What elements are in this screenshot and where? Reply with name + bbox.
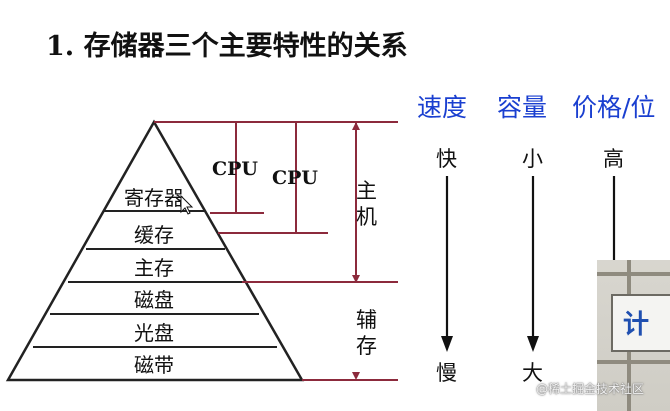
pyramid-outline [5,119,305,382]
slide-title: 1. 存储器三个主要特性的关系 [46,31,408,62]
price-high: 高 [603,147,624,171]
level-main-memory: 主存 [134,256,174,280]
aux-label-1: 辅 [356,308,377,332]
header-price: 价格/位 [572,93,656,122]
photo-sign: 计 [611,294,670,352]
level-cache: 缓存 [134,223,174,247]
aux-label-2: 存 [356,334,377,358]
capacity-arrow-head [527,336,539,352]
bracket-lines [154,121,398,381]
host-arrow-down [352,275,360,283]
header-speed: 速度 [417,93,468,122]
host-label: 主 机 [356,178,377,230]
speed-arrow-head [441,336,453,352]
level-optical: 光盘 [134,321,174,345]
level-registers: 寄存器 [124,186,184,210]
header-capacity: 容量 [497,93,548,122]
aux-arrow-down [352,372,360,380]
capacity-small: 小 [522,147,543,171]
classroom-photo-overlay: 计 [597,260,670,411]
host-arrow-up [352,122,360,130]
level-disk: 磁盘 [134,288,174,312]
photo-sign-text: 计 [623,310,650,340]
speed-slow: 慢 [436,361,457,385]
speed-fast: 快 [436,147,457,171]
host-label-2: 机 [356,205,377,229]
watermark: @稀土掘金技术社区 [536,382,645,396]
aux-storage-label: 辅 存 [356,307,377,359]
cpu-label-2: CPU [272,167,318,189]
level-tape: 磁带 [134,353,174,377]
host-label-1: 主 [356,179,377,203]
cursor-icon [180,194,194,215]
cpu-label-1: CPU [212,158,258,180]
capacity-large: 大 [522,361,543,385]
